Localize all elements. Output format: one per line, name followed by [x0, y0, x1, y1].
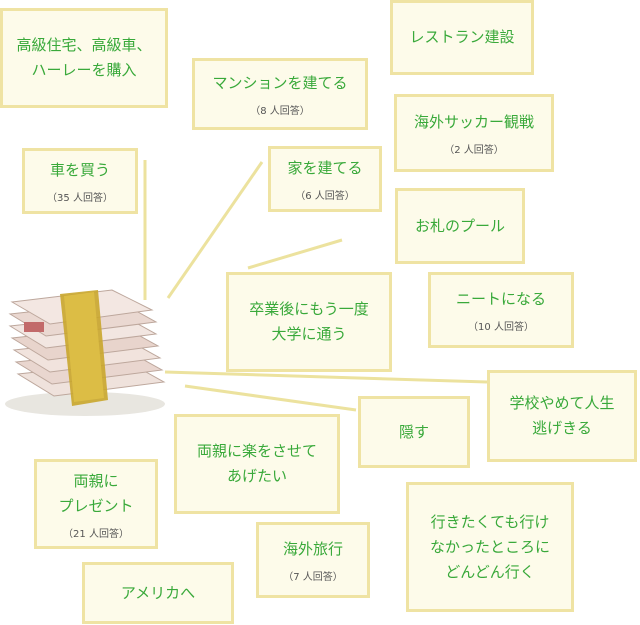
node-label: レストラン建設 [409, 28, 515, 46]
node-label: お札のプール [414, 216, 505, 235]
node-label: 高級住宅、高級車、 ハーレーを購入 [16, 36, 152, 79]
node-go-places: 行きたくても行け なかったところに どんどん行く [406, 482, 574, 612]
node-label: 隠す [398, 422, 429, 441]
node-quit: 学校やめて人生 逃げきる [487, 370, 637, 462]
node-neet: ニートになる （10 人回答） [428, 272, 574, 348]
node-pool: お札のプール [395, 188, 525, 264]
node-travel: 海外旅行 （7 人回答） [256, 522, 370, 598]
node-soccer: 海外サッカー観戦 （2 人回答） [394, 94, 554, 172]
node-label: 両親に楽をさせて あげたい [196, 442, 317, 485]
node-label: 学校やめて人生 逃げきる [509, 394, 615, 437]
node-label: 家を建てる [287, 159, 363, 177]
node-count: （35 人回答） [47, 193, 113, 204]
node-restaurant: レストラン建設 [390, 0, 534, 75]
node-car: 車を買う （35 人回答） [22, 148, 138, 214]
node-house: 家を建てる （6 人回答） [268, 146, 382, 212]
node-label: 車を買う [49, 161, 110, 179]
node-label: 行きたくても行け なかったところに どんどん行く [429, 512, 550, 581]
connector-line [166, 161, 264, 299]
node-label: 卒業後にもう一度 大学に通う [249, 300, 369, 343]
node-label: アメリカへ [120, 583, 196, 602]
node-parents-gift: 両親に プレゼント （21 人回答） [34, 459, 158, 549]
node-label: マンションを建てる [212, 74, 348, 92]
node-count: （2 人回答） [444, 145, 504, 156]
node-label: 両親に プレゼント [58, 471, 134, 515]
node-luxury: 高級住宅、高級車、 ハーレーを購入 [0, 8, 168, 108]
money-stack-icon [5, 289, 166, 416]
connector-line [184, 384, 357, 412]
node-count: （10 人回答） [468, 322, 534, 333]
connector-line [164, 370, 488, 384]
node-label: 海外サッカー観戦 [413, 113, 534, 131]
node-university: 卒業後にもう一度 大学に通う [226, 272, 392, 372]
node-mansion: マンションを建てる （8 人回答） [192, 58, 368, 130]
node-america: アメリカへ [82, 562, 234, 624]
connector-line [247, 238, 343, 270]
node-count: （21 人回答） [63, 528, 129, 540]
node-label: ニートになる [455, 290, 546, 308]
node-count: （6 人回答） [295, 191, 355, 202]
node-hide: 隠す [358, 396, 470, 468]
node-parents-fun: 両親に楽をさせて あげたい [174, 414, 340, 514]
node-label: 海外旅行 [282, 540, 343, 558]
node-count: （7 人回答） [283, 572, 343, 583]
node-count: （8 人回答） [250, 106, 310, 117]
